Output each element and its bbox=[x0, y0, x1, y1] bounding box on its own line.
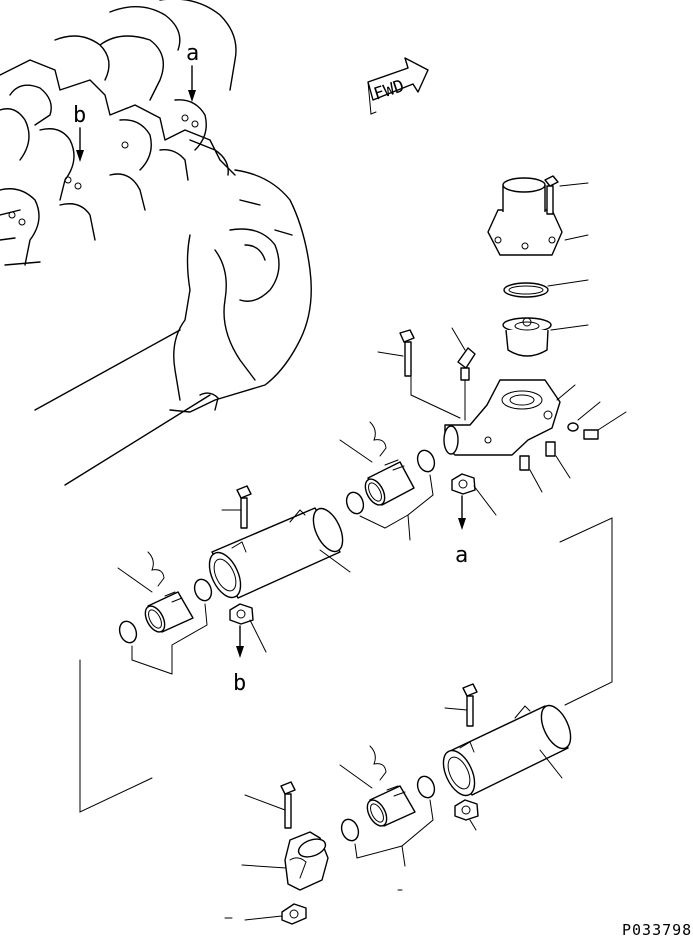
arrow-down-icon bbox=[76, 150, 84, 162]
group-bracket-3 bbox=[354, 799, 434, 867]
callout-a-bottom-label: a bbox=[455, 543, 468, 568]
callout-b-engine: b bbox=[73, 103, 86, 162]
assembly-line-left bbox=[79, 659, 153, 813]
water-pipe-1 bbox=[208, 507, 351, 599]
elbow-fitting bbox=[451, 327, 476, 421]
housing-small-bolt-2 bbox=[545, 441, 571, 479]
pipe-bolt-2 bbox=[444, 683, 478, 727]
hose-connector-2 bbox=[117, 551, 194, 633]
group-bracket-2 bbox=[131, 603, 208, 675]
housing-small-bolt-1 bbox=[519, 455, 543, 493]
arrow-down-icon bbox=[188, 90, 196, 102]
callout-a-top-label: a bbox=[186, 41, 199, 66]
thermostat bbox=[502, 317, 589, 357]
group-bracket-1 bbox=[359, 474, 434, 541]
hose-connector-1 bbox=[339, 421, 415, 506]
hose-clamp-ring-1a bbox=[345, 491, 365, 515]
callout-b-bottom-label: b bbox=[233, 671, 246, 696]
pipe-bolt-3 bbox=[244, 781, 296, 829]
housing-plug-1 bbox=[567, 401, 601, 432]
thermostat-cover bbox=[487, 177, 589, 256]
forward-direction-arrow: FWD bbox=[367, 57, 429, 115]
thermostat-housing bbox=[443, 379, 576, 456]
cover-bolt bbox=[544, 175, 589, 215]
callout-a-engine: a bbox=[186, 41, 199, 102]
pipe-bolt-1 bbox=[221, 485, 252, 529]
callout-b-top-label: b bbox=[73, 103, 86, 128]
hose-clamp-ring-2b bbox=[193, 578, 213, 602]
outlet-gasket: a bbox=[451, 473, 497, 568]
fwd-label: FWD bbox=[371, 76, 406, 105]
gasket-ring bbox=[503, 279, 589, 298]
engine-block bbox=[0, 0, 312, 486]
hose-connector-3 bbox=[339, 745, 416, 827]
housing-plug-2 bbox=[583, 411, 627, 440]
water-pipe-2 bbox=[442, 704, 572, 797]
assembly-line-right bbox=[559, 517, 613, 706]
drawing-number: P033798 bbox=[622, 921, 692, 939]
elbow-pipe bbox=[241, 831, 329, 891]
pipe-gasket-1: b bbox=[229, 603, 267, 696]
housing-long-bolt bbox=[377, 329, 461, 419]
hose-clamp-ring-3b bbox=[416, 775, 436, 799]
hose-clamp-ring-2a bbox=[118, 620, 138, 644]
arrow-down-icon bbox=[458, 518, 466, 530]
hose-clamp-ring-1b bbox=[416, 449, 436, 473]
hose-clamp-ring-3a bbox=[340, 818, 360, 842]
pipe-gasket-2 bbox=[454, 799, 479, 831]
arrow-down-icon bbox=[236, 646, 244, 658]
elbow-gasket bbox=[224, 903, 307, 925]
